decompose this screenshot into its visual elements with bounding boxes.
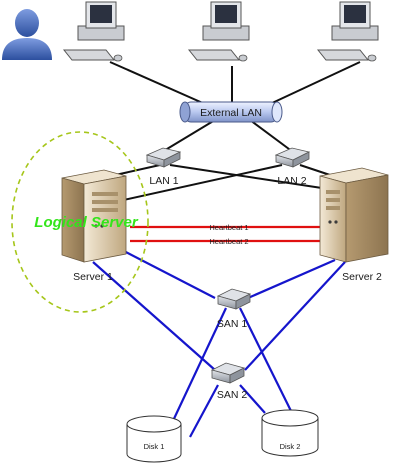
server-2	[319, 167, 389, 263]
workstation-icon	[62, 1, 125, 62]
san1-switch	[216, 288, 252, 310]
workstation-2	[187, 1, 250, 62]
lan-connections	[92, 61, 361, 204]
workstation-1	[62, 1, 125, 62]
heartbeat-connections	[130, 225, 338, 243]
external-lan-to-lan1	[161, 119, 216, 153]
server1-to-san2	[92, 261, 216, 371]
disk-1	[126, 415, 182, 463]
external-lan-icon	[179, 101, 283, 123]
heartbeat2-label: Heartbeat 2	[209, 237, 248, 246]
external-lan-label: External LAN	[200, 107, 262, 119]
san2-to-disk2	[239, 384, 266, 414]
server-tower-icon	[61, 169, 127, 263]
lan1-to-server2	[169, 164, 336, 191]
switch-icon	[210, 362, 246, 384]
server1-label: Server 1	[73, 271, 113, 283]
san2-to-disk1	[189, 384, 219, 438]
san2-label: SAN 2	[217, 389, 248, 401]
disk2-label: Disk 2	[280, 442, 301, 451]
lan2-switch	[274, 147, 311, 168]
logical-server-boundary	[11, 131, 149, 313]
user-icon	[2, 9, 52, 60]
server2-to-san1	[247, 258, 336, 300]
workstation-icon	[187, 1, 250, 62]
switch-icon	[274, 147, 311, 168]
lan2-label: LAN 2	[277, 175, 306, 187]
san2-switch	[210, 362, 246, 384]
switch-icon	[145, 147, 182, 168]
server2-label: Server 2	[342, 271, 382, 283]
san1-label: SAN 1	[217, 318, 248, 330]
lan2-to-server1	[109, 164, 283, 204]
server1-to-san1	[117, 247, 216, 299]
server-1	[61, 169, 127, 263]
san1-to-disk2	[239, 307, 293, 414]
logical-server-label: Logical Server	[34, 214, 139, 231]
disk-cylinder-icon	[261, 409, 319, 457]
external-lan-to-lan2	[249, 119, 294, 153]
workstation-icon	[316, 1, 379, 62]
disk-cylinder-icon	[126, 415, 182, 463]
san-connections	[92, 247, 346, 438]
disk1-label: Disk 1	[144, 442, 165, 451]
switch-icon	[216, 288, 252, 310]
server-tower-icon	[319, 167, 389, 263]
heartbeat1-label: Heartbeat 1	[209, 223, 248, 232]
workstation-3	[316, 1, 379, 62]
disk-2	[261, 409, 319, 457]
lan1-label: LAN 1	[149, 175, 178, 187]
lan1-switch	[145, 147, 182, 168]
ws3-to-external-lan	[269, 61, 361, 105]
san1-to-disk1	[171, 307, 227, 424]
ws1-to-external-lan	[109, 61, 206, 105]
